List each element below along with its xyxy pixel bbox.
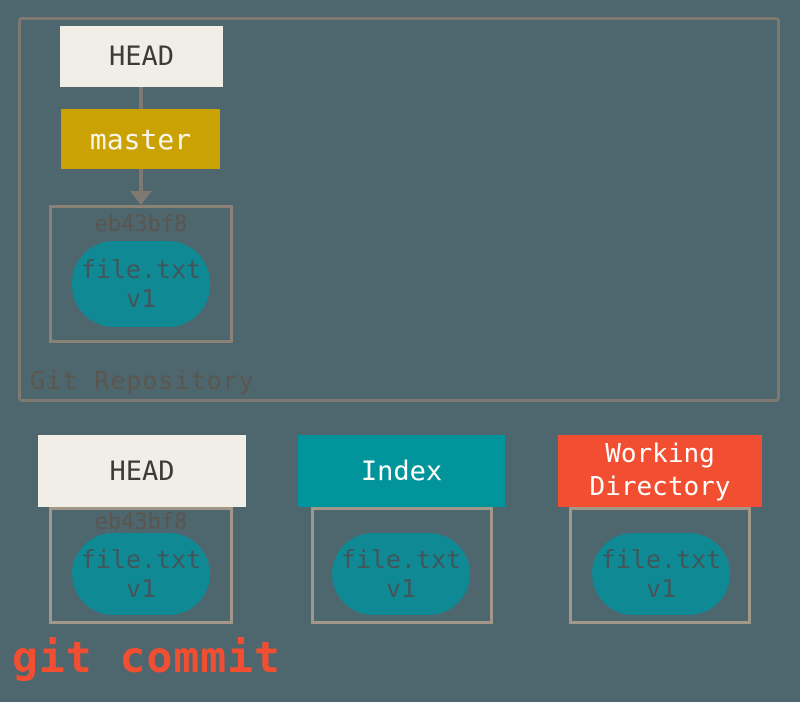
column-header-head: HEAD [38,435,246,507]
master-branch-box: master [61,109,220,169]
column-header-index-label: Index [360,455,443,487]
commit-node-box [49,205,233,343]
working-directory-file-blob: file.txt v1 [592,533,730,615]
head-column-hash-label: eb43bf8 [94,510,188,535]
git-command-caption: git commit [12,633,281,683]
master-to-commit-arrow-line [139,169,143,191]
head-ref-box: HEAD [60,26,223,87]
head-column-container [49,507,233,624]
index-column-container [311,507,493,624]
git-repository-box [18,17,780,402]
file-name-label: file.txt [80,545,202,574]
head-to-master-connector [139,87,143,109]
column-header-index: Index [298,435,505,507]
file-version-label: v1 [125,574,157,603]
file-version-label: v1 [385,574,417,603]
index-column-file-blob: file.txt v1 [332,533,470,615]
column-header-working-directory-label: Working Directory [589,439,731,502]
git-repository-label: Git Repository [30,366,255,395]
file-name-label: file.txt [600,545,722,574]
head-ref-label: HEAD [108,41,175,72]
column-header-head-label: HEAD [109,455,175,487]
file-name-label: file.txt [340,545,462,574]
commit-file-blob: file.txt v1 [72,241,210,327]
head-column-file-blob: file.txt v1 [72,533,210,615]
arrow-down-icon [130,191,152,205]
commit-hash-label: eb43bf8 [94,212,188,237]
file-version-label: v1 [645,574,677,603]
master-branch-label: master [89,122,192,156]
file-name-label: file.txt [80,255,202,284]
working-directory-column-container [569,507,751,624]
column-header-working-directory: Working Directory [558,435,762,507]
file-version-label: v1 [125,284,157,313]
